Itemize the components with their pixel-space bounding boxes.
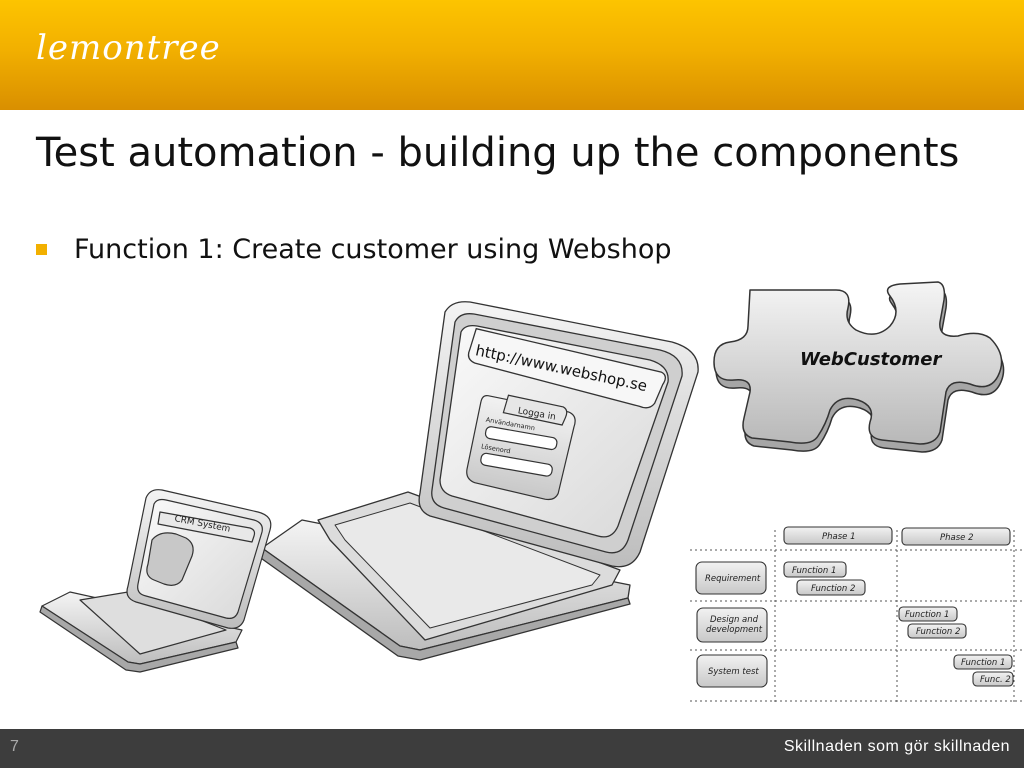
sys-function-1: Function 1 [961,658,1005,668]
req-function-2: Function 2 [811,584,855,594]
row-requirement: Requirement [705,574,761,584]
header-bar: lemontree [0,0,1024,110]
phase-1-label: Phase 1 [822,532,856,542]
username-field [484,426,558,451]
page-number: 7 [10,738,19,755]
bullet-item: Function 1: Create customer using Websho… [36,234,672,265]
req-function-1: Function 1 [792,566,836,576]
des-function-2: Function 2 [916,627,960,637]
sys-function-2: Func. 2 [980,675,1011,685]
puzzle-piece-icon [713,281,1005,453]
des-function-1: Function 1 [905,610,949,620]
footer-tagline: Skillnaden som gör skillnaden [783,738,1010,755]
slide-illustration: http://www.webshop.se Logga in Användarn… [39,281,1024,705]
puzzle-label: WebCustomer [800,349,942,370]
footer-bar: 7 Skillnaden som gör skillnaden [0,729,1024,768]
small-laptop-icon [39,489,272,673]
row-design-line-1: Design and [710,615,759,625]
phase-2-label: Phase 2 [940,533,974,543]
bullet-square-icon [36,244,47,255]
row-design-line-2: development [706,625,763,635]
slide-title: Test automation - building up the compon… [36,130,960,176]
bullet-text: Function 1: Create customer using Websho… [74,234,672,265]
login-box: Logga in Användarnamn Lösenord [466,394,576,501]
lemontree-logo: lemontree [36,28,221,68]
row-system-test: System test [708,667,759,677]
password-field [480,452,553,477]
phase-matrix: Phase 1 Phase 2 Requirement Design and d… [690,526,1024,705]
